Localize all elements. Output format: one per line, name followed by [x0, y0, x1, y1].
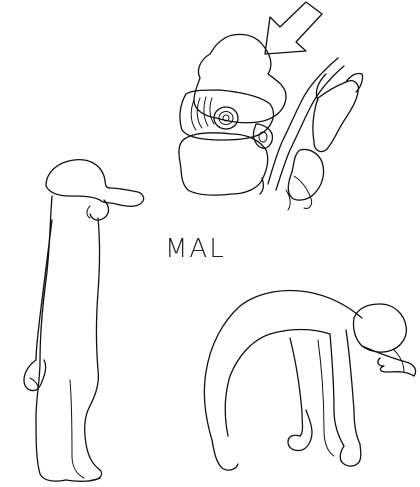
bent-belly — [225, 330, 330, 437]
articular-facet — [294, 176, 312, 208]
bent-head — [353, 304, 406, 352]
pressure-arrow-icon — [265, 2, 322, 54]
standing-arm — [36, 220, 52, 360]
bent-back — [204, 291, 362, 440]
bent-hand-hanging — [340, 444, 361, 466]
standing-body-back — [36, 196, 66, 481]
spinous-process-tip — [346, 73, 363, 92]
standing-jaw — [90, 200, 109, 220]
disc-ring-4 — [210, 98, 214, 124]
bent-arm-hanging-back — [346, 330, 360, 444]
disc-ring-3 — [204, 97, 208, 126]
spinal-canal-back-wall — [276, 66, 344, 190]
spinous-process-lower — [288, 150, 323, 201]
standing-leg-inner — [70, 380, 84, 478]
spine-cross-section — [179, 2, 363, 210]
disc-bulge-core — [259, 132, 267, 142]
mal-label: MAL — [165, 236, 226, 262]
standing-head — [46, 160, 144, 207]
standing-hand — [24, 360, 46, 391]
standing-foot — [66, 478, 100, 481]
nucleus-middle — [219, 112, 233, 125]
standing-ear — [87, 206, 90, 218]
bent-leg-back — [212, 440, 238, 470]
standing-body-front — [85, 218, 102, 480]
bent-figure — [204, 291, 415, 471]
bent-hand-extended — [378, 358, 414, 376]
bent-hand-left — [288, 410, 312, 451]
lower-vertebra — [179, 133, 268, 195]
bent-arm-hanging — [330, 334, 344, 446]
bent-leg-front — [290, 338, 303, 436]
standing-finger — [30, 378, 38, 388]
standing-figure — [24, 160, 144, 482]
